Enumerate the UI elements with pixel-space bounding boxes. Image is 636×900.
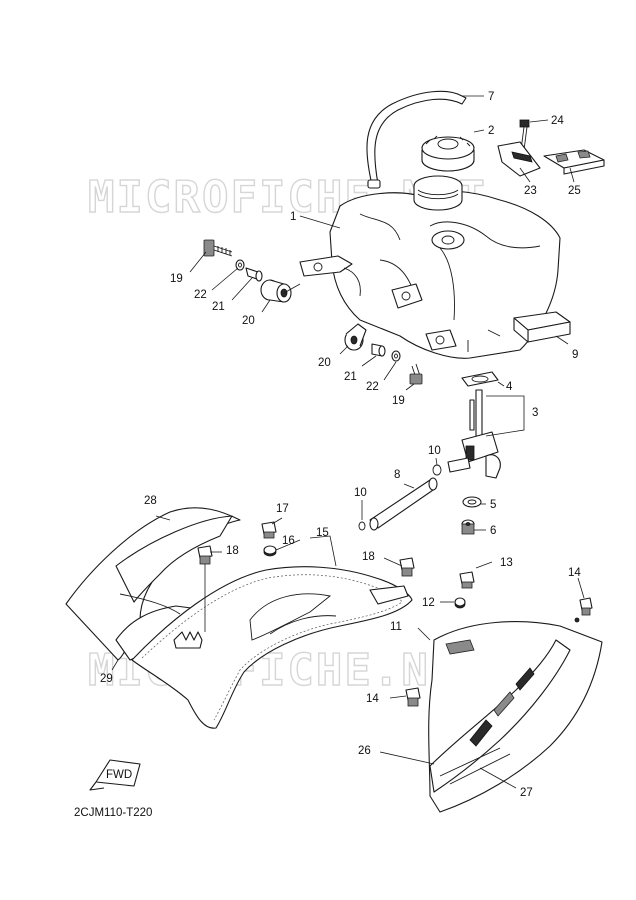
graphic-28[interactable] xyxy=(115,515,233,615)
bolt-18-right[interactable] xyxy=(399,557,415,577)
callout-20-lower: 20 xyxy=(318,357,331,369)
fuel-cock-3[interactable] xyxy=(447,389,501,479)
bolt-14-bottom[interactable] xyxy=(405,687,421,707)
callout-16: 16 xyxy=(282,535,295,547)
callout-11: 11 xyxy=(390,621,402,633)
guide-9[interactable] xyxy=(513,311,571,343)
callout-21-upper: 21 xyxy=(212,301,225,313)
callout-14-top: 14 xyxy=(568,567,581,579)
fuel-hose-8[interactable] xyxy=(369,477,438,531)
callout-21-lower: 21 xyxy=(344,371,357,383)
callout-9: 9 xyxy=(572,349,578,361)
oring-5[interactable] xyxy=(462,496,482,508)
collar-12[interactable] xyxy=(454,597,466,609)
damper-20-lower[interactable] xyxy=(344,323,367,351)
bracket-23[interactable] xyxy=(497,141,541,177)
fwd-arrow: FWD xyxy=(89,759,141,791)
fuel-cap[interactable] xyxy=(421,135,475,172)
callout-20-upper: 20 xyxy=(242,315,255,327)
bolt-19-lower[interactable] xyxy=(409,363,423,385)
callout-26: 26 xyxy=(358,745,371,757)
callout-8: 8 xyxy=(394,469,400,481)
callout-18-right: 18 xyxy=(362,551,375,563)
callout-22-lower: 22 xyxy=(366,381,379,393)
callout-10-left: 10 xyxy=(354,487,367,499)
callout-12: 12 xyxy=(422,597,435,609)
leader-lines xyxy=(111,95,585,789)
callout-29: 29 xyxy=(100,673,113,685)
clip-10-left[interactable] xyxy=(358,521,366,531)
washer-22-upper[interactable] xyxy=(235,259,245,271)
callout-19-upper: 19 xyxy=(170,273,183,285)
callout-3: 3 xyxy=(532,407,538,419)
callout-25: 25 xyxy=(568,185,581,197)
collar-16[interactable] xyxy=(263,545,277,557)
callout-7: 7 xyxy=(488,91,494,103)
bolt-13[interactable] xyxy=(459,571,475,589)
bolt-14-top[interactable] xyxy=(574,597,593,623)
callout-6: 6 xyxy=(490,525,496,537)
callout-15: 15 xyxy=(316,527,329,539)
screw-6[interactable] xyxy=(461,519,475,535)
collar-21-lower[interactable] xyxy=(371,343,386,357)
callout-18-left: 18 xyxy=(226,545,239,557)
callout-22-upper: 22 xyxy=(194,289,207,301)
fwd-label: FWD xyxy=(106,769,132,781)
bolt-19-upper[interactable] xyxy=(203,239,233,257)
bolt-18-left[interactable] xyxy=(197,545,213,632)
callout-19-lower: 19 xyxy=(392,395,405,407)
callout-23: 23 xyxy=(524,185,537,197)
breather-hose[interactable] xyxy=(366,90,467,189)
callout-1: 1 xyxy=(290,211,296,223)
clip-10-right[interactable] xyxy=(432,464,442,476)
callout-27: 27 xyxy=(520,787,533,799)
callout-4: 4 xyxy=(506,381,513,393)
callout-labels: 7 2 24 23 25 1 19 22 21 20 9 20 21 22 19… xyxy=(100,91,581,799)
gasket-4[interactable] xyxy=(461,371,499,387)
collar-21-upper[interactable] xyxy=(245,267,263,282)
washer-22-lower[interactable] xyxy=(391,350,401,362)
callout-2: 2 xyxy=(488,125,494,137)
seat-15[interactable] xyxy=(131,566,413,729)
fuel-tank[interactable] xyxy=(299,175,561,359)
diagram-code: 2CJM110-T220 xyxy=(74,807,152,819)
callout-28: 28 xyxy=(144,495,157,507)
damper-20-upper[interactable] xyxy=(260,279,292,303)
graphic-26[interactable] xyxy=(429,639,571,793)
callout-10-right: 10 xyxy=(428,445,441,457)
callout-17: 17 xyxy=(276,503,289,515)
callout-14-bottom: 14 xyxy=(366,693,379,705)
callout-24: 24 xyxy=(551,115,564,127)
callout-13: 13 xyxy=(500,557,513,569)
callout-5: 5 xyxy=(490,499,496,511)
bolt-17[interactable] xyxy=(261,521,277,539)
damper-25[interactable] xyxy=(543,149,605,175)
